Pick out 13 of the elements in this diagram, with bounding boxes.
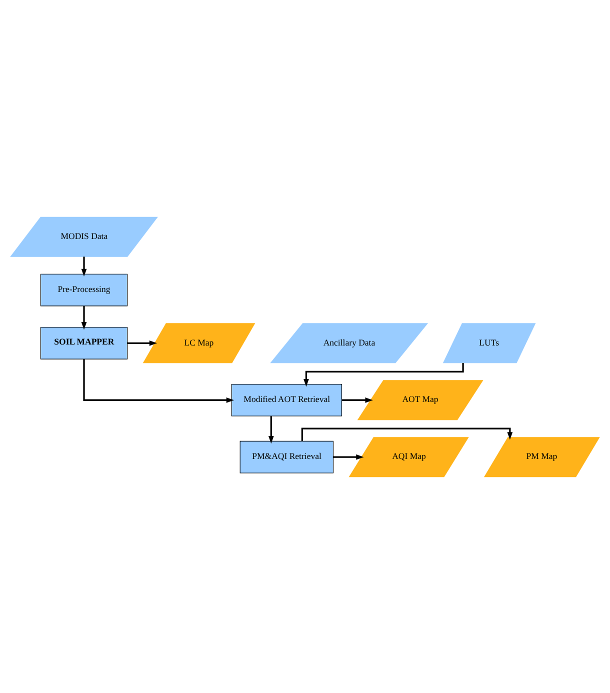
arrow <box>304 362 464 386</box>
arrow <box>127 340 158 346</box>
arrow <box>81 305 87 330</box>
node-box: SOIL MAPPER <box>40 326 128 359</box>
arrow <box>83 358 234 402</box>
arrow <box>81 256 87 276</box>
arrow <box>301 427 513 441</box>
arrow <box>268 416 274 444</box>
node-box: Modified AOT Retrieval <box>231 383 342 416</box>
node-box: Pre-Processing <box>40 273 128 306</box>
arrow <box>333 454 364 460</box>
arrow <box>342 396 373 402</box>
node-box: PM&AQI Retrieval <box>240 440 334 473</box>
